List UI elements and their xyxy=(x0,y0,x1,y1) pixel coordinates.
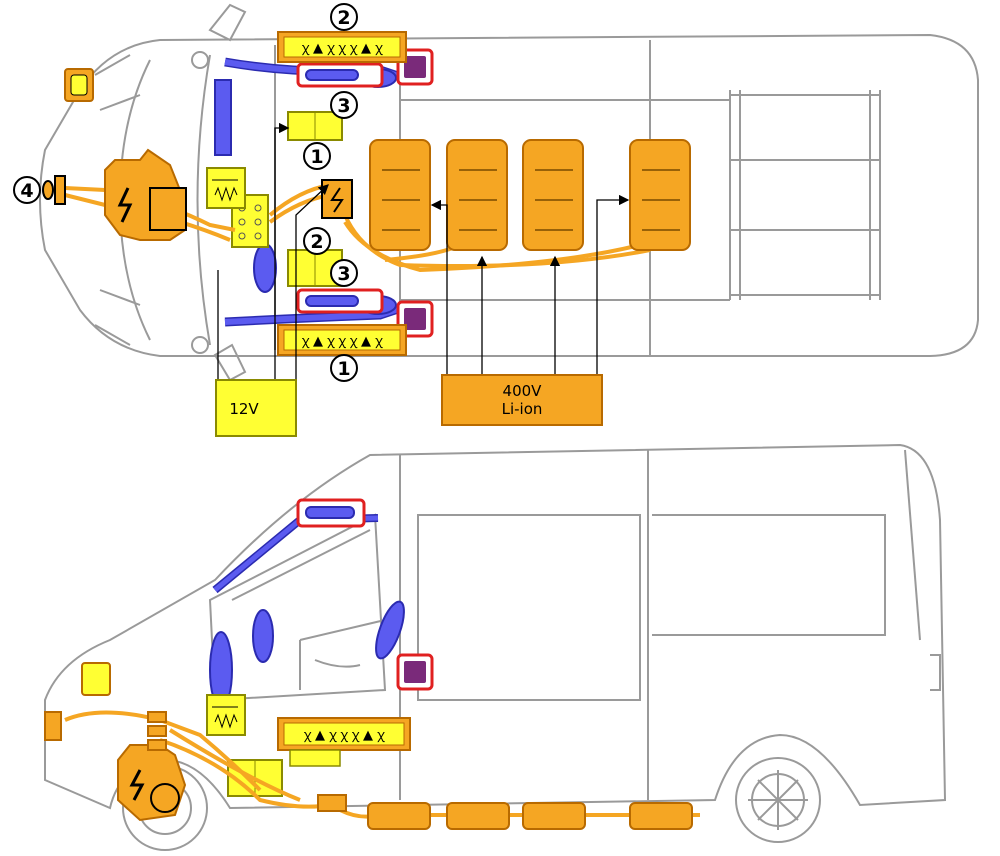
pyrotechnic-strip-bottom: ꭓ ▲ ꭓ ꭓ ꭓ ▲ ꭓ xyxy=(277,324,407,356)
inflator-side xyxy=(296,498,366,528)
callout-1-top: 1 xyxy=(303,142,331,170)
van-body-outline-side xyxy=(44,443,947,810)
svg-text:3: 3 xyxy=(337,95,350,117)
lv-battery-label-box: 12V xyxy=(215,379,297,437)
control-module-icon xyxy=(396,48,434,338)
service-disconnect-icon xyxy=(42,68,94,205)
inflator-top-2 xyxy=(296,288,384,314)
callout-1-bottom: 1 xyxy=(330,354,358,382)
svg-text:4: 4 xyxy=(20,180,33,202)
hv-battery-label-line2: Li-ion xyxy=(502,400,543,418)
pyrotechnic-igniter-icon xyxy=(206,167,246,209)
svg-text:2: 2 xyxy=(337,7,350,29)
callout-2-top: 2 xyxy=(330,3,358,31)
svg-text:1: 1 xyxy=(310,146,323,168)
hv-components-side xyxy=(44,711,693,830)
control-module-side xyxy=(396,653,434,691)
inflator-top-1 xyxy=(296,62,384,88)
steering-airbag-top xyxy=(253,243,277,293)
high-voltage-bolt-icon xyxy=(117,187,133,223)
mirror-top-left xyxy=(208,3,247,42)
mirror-top-right xyxy=(213,343,247,382)
dash-airbag-top xyxy=(214,79,232,156)
svg-text:2: 2 xyxy=(310,231,323,253)
pyrotechnic-strip-top: ꭓ ▲ ꭓ ꭓ ꭓ ▲ ꭓ xyxy=(277,31,407,63)
lv-battery-label: 12V xyxy=(229,400,259,418)
lv-battery-top-1 xyxy=(287,111,343,141)
callout-3-mid: 3 xyxy=(330,259,358,287)
svg-text:ꭓ ▲ ꭓ ꭓ ꭓ ▲ ꭓ: ꭓ ▲ ꭓ ꭓ ꭓ ▲ ꭓ xyxy=(304,728,385,743)
callout-2-mid: 2 xyxy=(303,227,331,255)
svg-text:ꭓ ▲ ꭓ ꭓ ꭓ ▲ ꭓ: ꭓ ▲ ꭓ ꭓ ꭓ ▲ ꭓ xyxy=(302,334,383,349)
callout-3-top: 3 xyxy=(330,91,358,119)
svg-text:ꭓ ▲ ꭓ ꭓ ꭓ ▲ ꭓ: ꭓ ▲ ꭓ ꭓ ꭓ ▲ ꭓ xyxy=(302,41,383,56)
callout-4: 4 xyxy=(13,176,41,204)
electric-motor-top xyxy=(104,148,187,241)
hv-battery-modules-top xyxy=(369,139,691,251)
svg-text:1: 1 xyxy=(337,358,350,380)
svg-text:3: 3 xyxy=(337,263,350,285)
hv-battery-label-line1: 400V xyxy=(503,382,543,400)
fuse-box-icon xyxy=(231,194,269,248)
leader-lines xyxy=(217,122,630,380)
high-voltage-bolt-side xyxy=(129,769,145,801)
windshield-line xyxy=(196,54,211,346)
hv-battery-label-box: 400V Li-ion xyxy=(441,374,603,426)
pyrotechnic-strip-side: ꭓ ▲ ꭓ ꭓ ꭓ ▲ ꭓ xyxy=(277,717,411,767)
